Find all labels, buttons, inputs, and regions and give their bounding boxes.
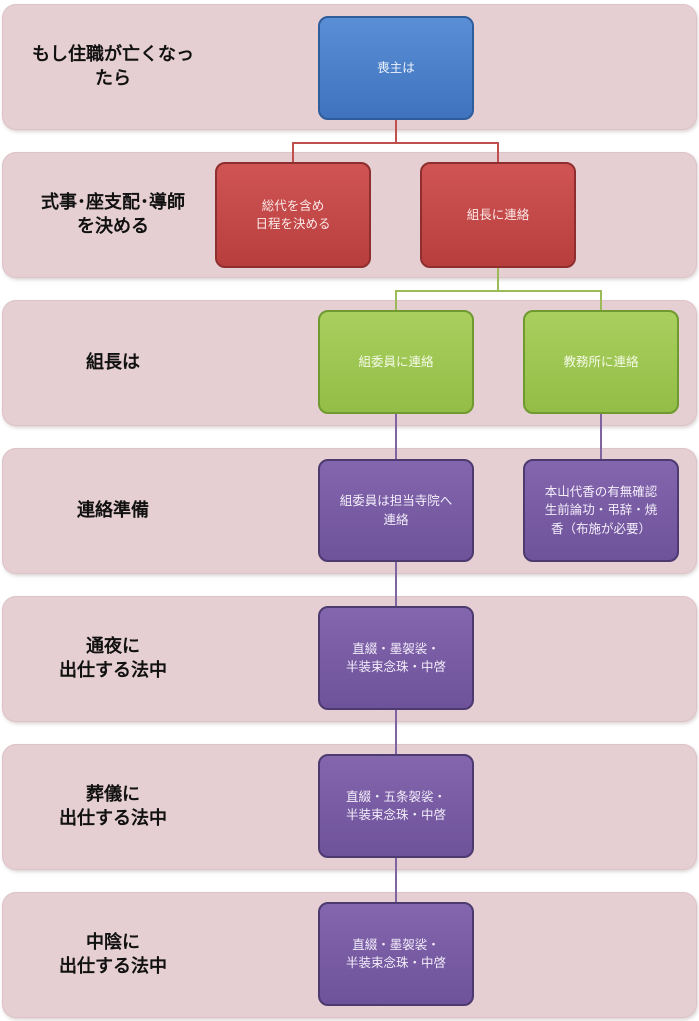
node-mourner: 喪主は xyxy=(318,16,474,120)
row-label-5: 通夜に 出仕する法中 xyxy=(8,596,218,722)
row-label-3: 組長は xyxy=(8,300,218,426)
node-contact-office: 教務所に連絡 xyxy=(523,310,679,414)
node-members-to-temple: 組委員は担当寺院へ 連絡 xyxy=(318,459,474,562)
node-chuin-attire: 直綴・墨袈裟・ 半装束念珠・中啓 xyxy=(318,902,474,1006)
row-label-3-text: 組長は xyxy=(86,351,140,373)
node-office-task: 本山代香の有無確認 生前論功・弔辞・焼 香（布施が必要） xyxy=(523,459,679,562)
row-label-4: 連絡準備 xyxy=(8,448,218,574)
row-label-7: 中陰に 出仕する法中 xyxy=(8,892,218,1018)
row-label-4-text: 連絡準備 xyxy=(77,499,149,521)
row-label-5-text: 通夜に 出仕する法中 xyxy=(59,635,167,681)
node-funeral-attire: 直綴・五条袈裟・ 半装束念珠・中啓 xyxy=(318,754,474,858)
node-wake-attire: 直綴・墨袈裟・ 半装束念珠・中啓 xyxy=(318,606,474,710)
row-label-2: 式事･座支配･導師 を決める xyxy=(8,152,218,278)
row-label-6-text: 葬儀に 出仕する法中 xyxy=(59,783,167,829)
row-label-2-text: 式事･座支配･導師 を決める xyxy=(41,191,185,237)
row-label-6: 葬儀に 出仕する法中 xyxy=(8,744,218,870)
node-decide-date: 総代を含め 日程を決める xyxy=(215,162,371,268)
row-label-1: もし住職が亡くなっ たら xyxy=(8,4,218,130)
row-label-1-text: もし住職が亡くなっ たら xyxy=(32,43,194,89)
node-contact-head: 組長に連絡 xyxy=(420,162,576,268)
row-label-7-text: 中陰に 出仕する法中 xyxy=(59,931,167,977)
node-contact-members: 組委員に連絡 xyxy=(318,310,474,414)
